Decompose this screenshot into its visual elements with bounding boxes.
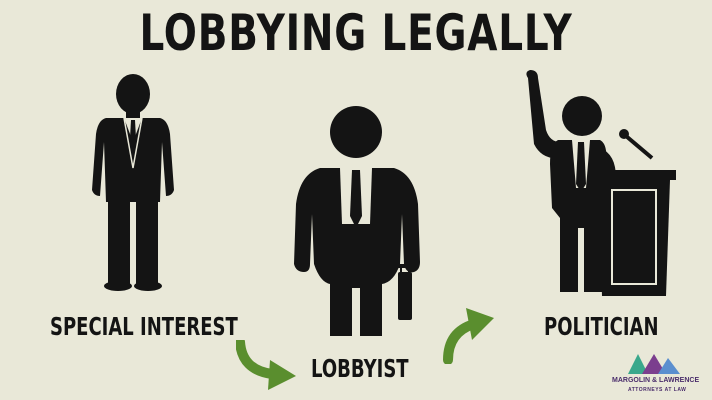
politician-label: POLITICIAN — [544, 312, 659, 341]
special-interest-figure — [92, 74, 174, 291]
margolin-lawrence-logo-icon — [628, 354, 680, 374]
arrow-to-politician-icon — [443, 308, 494, 364]
arrow-to-lobbyist-icon — [236, 340, 296, 390]
politician-figure — [526, 70, 676, 296]
lobbyist-figure — [294, 106, 420, 336]
page-title: LOBBYING LEGALLY — [139, 4, 573, 62]
lobbyist-label: LOBBYIST — [311, 354, 409, 383]
logo-name: MARGOLIN & LAWRENCE — [612, 377, 700, 384]
special-interest-label: SPECIAL INTEREST — [50, 312, 238, 341]
logo-tagline: ATTORNEYS AT LAW — [628, 387, 687, 393]
